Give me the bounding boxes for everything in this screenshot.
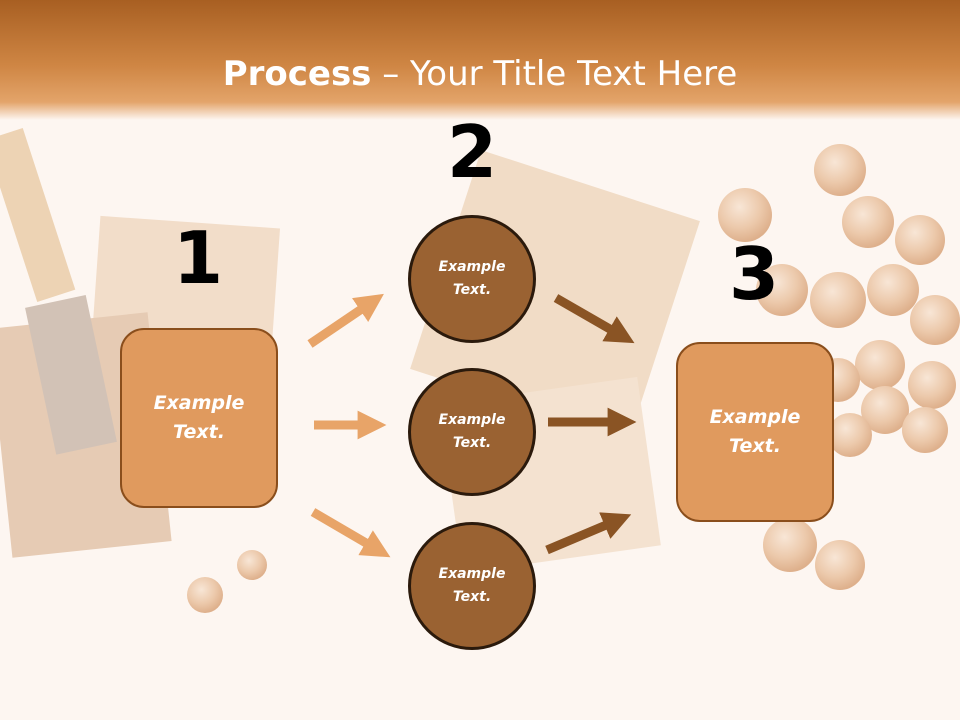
brush-bristles: [25, 294, 117, 455]
step-2-circle-bottom: Example Text.: [408, 522, 536, 650]
arrow-box1-to-circle-top: [307, 293, 384, 348]
title-bold: Process: [222, 54, 372, 94]
step-1-box: Example Text.: [120, 328, 278, 508]
step-2-circle-top: Example Text.: [408, 215, 536, 343]
arrow-box1-to-circle-bottom: [310, 508, 391, 558]
title-band: [0, 0, 960, 120]
title-rest: – Your Title Text Here: [371, 54, 738, 94]
step-number-1: 1: [172, 216, 224, 300]
slide-title: Process – Your Title Text Here: [0, 52, 960, 96]
step-number-2: 2: [446, 110, 498, 194]
circle-top-text: Example Text.: [438, 259, 506, 298]
step-number-3: 3: [728, 232, 780, 316]
brush-handle: [0, 127, 76, 303]
circle-bottom-text: Example Text.: [438, 566, 506, 605]
arrow-circle-bottom-to-box3: [545, 512, 632, 555]
step-2-circle-middle: Example Text.: [408, 368, 536, 496]
powder-balls: [187, 144, 960, 613]
arrow-circle-top-to-box3: [553, 294, 635, 344]
circle-middle-text: Example Text.: [438, 412, 506, 451]
step-3-box: Example Text.: [676, 342, 834, 522]
step-3-box-text: Example Text.: [709, 406, 801, 457]
step-1-box-text: Example Text.: [153, 392, 245, 443]
